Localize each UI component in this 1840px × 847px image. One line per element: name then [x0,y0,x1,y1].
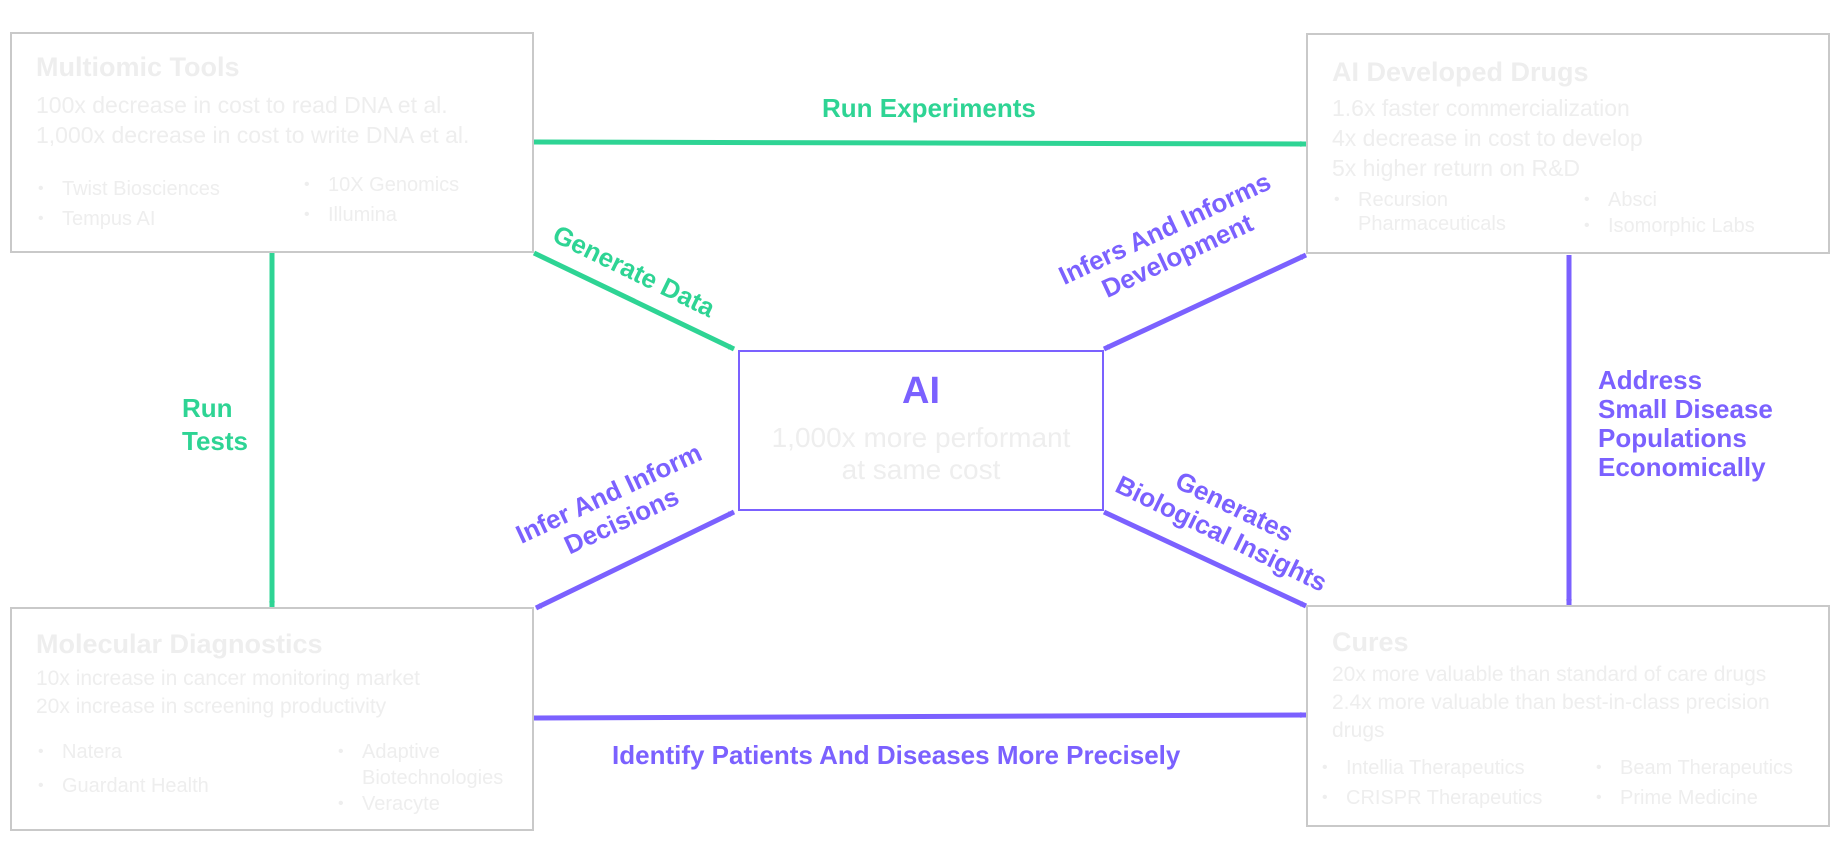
stat: drugs [1332,719,1385,742]
company-item: Intellia Therapeutics [1320,755,1525,781]
company-item-continued: Pharmaceuticals [1358,213,1506,235]
subtitle-line: 1,000x more performant [771,422,1071,453]
company-item: Veracyte [336,791,440,817]
node-multiomic-tools: Multiomic Tools 100x decrease in cost to… [10,32,534,253]
node-title: Multiomic Tools [36,52,240,82]
company-item: Natera [36,739,122,765]
label-line: Populations [1598,423,1747,453]
arrow-infer-inform-decisions [534,509,736,611]
arrow-run-experiments [533,139,1307,147]
node-stats: 10x increase in cancer monitoring market… [36,665,420,721]
node-molecular-diagnostics: Molecular Diagnostics 10x increase in ca… [10,607,534,831]
label-line: Small Disease [1598,394,1773,424]
company-item: 10X Genomics [302,172,459,198]
arrow-generates-insights [1102,509,1308,609]
label-line: Address [1598,365,1703,395]
stat: 1.6x faster commercialization [1332,95,1630,121]
node-ai-developed-drugs: AI Developed Drugs 1.6x faster commercia… [1306,33,1830,254]
stat: 100x decrease in cost to read DNA et al. [36,92,448,118]
company-item: CRISPR Therapeutics [1320,785,1542,811]
label-address-small-disease: Address Small Disease Populations Econom… [1598,366,1773,482]
company-item: Adaptive [336,739,440,765]
label-line: Run [182,393,233,423]
label-run-tests: Run Tests [182,392,248,458]
node-title: Molecular Diagnostics [36,629,323,659]
company-item: Beam Therapeutics [1594,755,1793,781]
stat: 1,000x decrease in cost to write DNA et … [36,122,470,148]
company-item: Recursion [1332,187,1448,213]
node-title: AI [902,370,940,412]
company-item: Tempus AI [36,206,155,232]
company-item-continued: Biotechnologies [362,767,504,789]
subtitle-line: at same cost [841,454,1001,485]
node-title: Cures [1332,627,1409,657]
stat: 4x decrease in cost to develop [1332,125,1643,151]
node-title: AI Developed Drugs [1332,57,1589,87]
stat: 2.4x more valuable than best-in-class pr… [1332,691,1770,714]
arrow-infers-informs-development [1102,252,1308,352]
node-ai: AI 1,000x more performant at same cost [738,350,1104,511]
company-item: Absci [1582,187,1657,213]
arrow-identify-patients [533,712,1307,721]
stat: 20x increase in screening productivity [36,695,387,718]
stat: 10x increase in cancer monitoring market [36,667,421,690]
stat: 20x more valuable than standard of care … [1332,663,1767,686]
label-run-experiments: Run Experiments [822,93,1036,123]
node-stats: 100x decrease in cost to read DNA et al.… [36,90,469,150]
stat: 5x higher return on R&D [1332,155,1581,181]
company-item: Isomorphic Labs [1582,213,1755,239]
arrow-generate-data [532,250,736,352]
company-item: Prime Medicine [1594,785,1758,811]
label-line: Economically [1598,452,1766,482]
node-stats: 1.6x faster commercialization 4x decreas… [1332,93,1643,183]
label-identify-patients: Identify Patients And Diseases More Prec… [612,740,1181,770]
company-item: Guardant Health [36,773,209,799]
company-item: Illumina [302,202,397,228]
label-line: Tests [182,426,248,456]
node-stats: 20x more valuable than standard of care … [1332,661,1770,745]
company-item: Twist Biosciences [36,176,220,202]
node-subtitle: 1,000x more performant at same cost [740,422,1102,486]
node-cures: Cures 20x more valuable than standard of… [1306,605,1830,827]
